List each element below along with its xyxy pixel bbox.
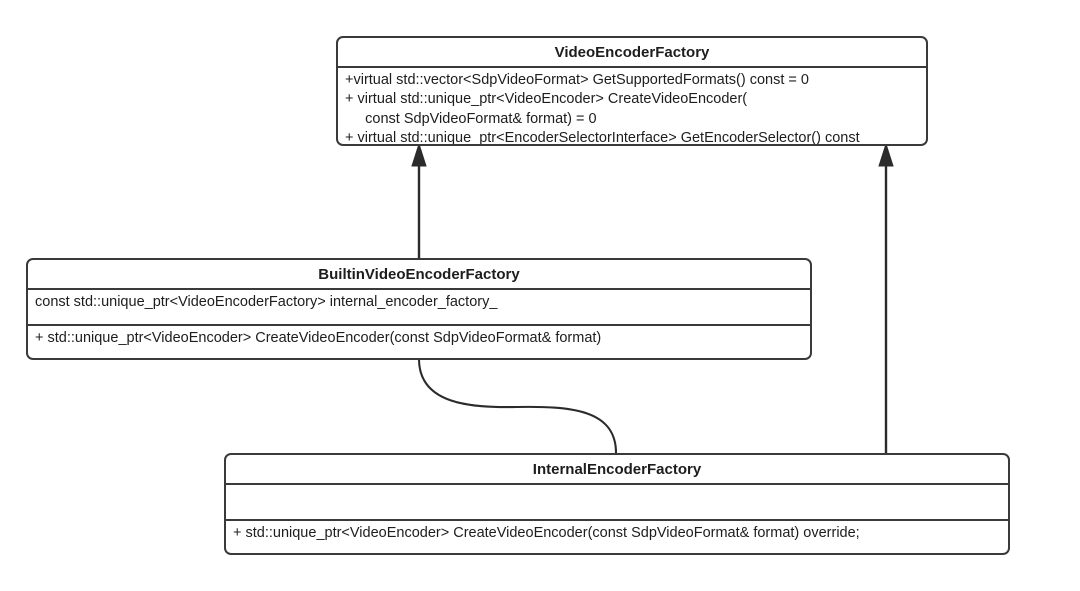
class-attributes-internal-encoder-factory (226, 485, 1008, 519)
association-builtin-to-internal-curve (417, 358, 618, 454)
class-attributes-builtin-video-encoder-factory: const std::unique_ptr<VideoEncoderFactor… (28, 290, 810, 324)
generalization-internal-arrowhead (878, 142, 894, 167)
uml-class-video-encoder-factory[interactable]: VideoEncoderFactory +virtual std::vector… (336, 36, 928, 146)
operation-line: + std::unique_ptr<VideoEncoder> CreateVi… (233, 525, 860, 541)
operation-line: + virtual std::unique_ptr<VideoEncoder> … (345, 91, 748, 108)
operation-line: + std::unique_ptr<VideoEncoder> CreateVi… (35, 330, 602, 346)
class-operations-internal-encoder-factory: + std::unique_ptr<VideoEncoder> CreateVi… (226, 519, 1008, 553)
generalization-builtin-to-factory (411, 142, 427, 258)
operation-line: + virtual std::unique_ptr<EncoderSelecto… (345, 129, 860, 146)
class-title-builtin-video-encoder-factory: BuiltinVideoEncoderFactory (28, 260, 810, 290)
operation-line: +virtual std::vector<SdpVideoFormat> Get… (345, 72, 809, 88)
uml-class-internal-encoder-factory[interactable]: InternalEncoderFactory + std::unique_ptr… (224, 453, 1010, 555)
operation-line: const SdpVideoFormat& format) = 0 (345, 110, 597, 127)
class-title-internal-encoder-factory: InternalEncoderFactory (226, 455, 1008, 485)
generalization-internal-to-factory (878, 142, 894, 453)
uml-class-builtin-video-encoder-factory[interactable]: BuiltinVideoEncoderFactory const std::un… (26, 258, 812, 360)
class-title-video-encoder-factory: VideoEncoderFactory (338, 38, 926, 68)
class-operations-builtin-video-encoder-factory: + std::unique_ptr<VideoEncoder> CreateVi… (28, 324, 810, 358)
class-operations-video-encoder-factory: +virtual std::vector<SdpVideoFormat> Get… (338, 68, 926, 144)
generalization-builtin-arrowhead (411, 142, 427, 167)
attribute-line: const std::unique_ptr<VideoEncoderFactor… (35, 294, 498, 310)
